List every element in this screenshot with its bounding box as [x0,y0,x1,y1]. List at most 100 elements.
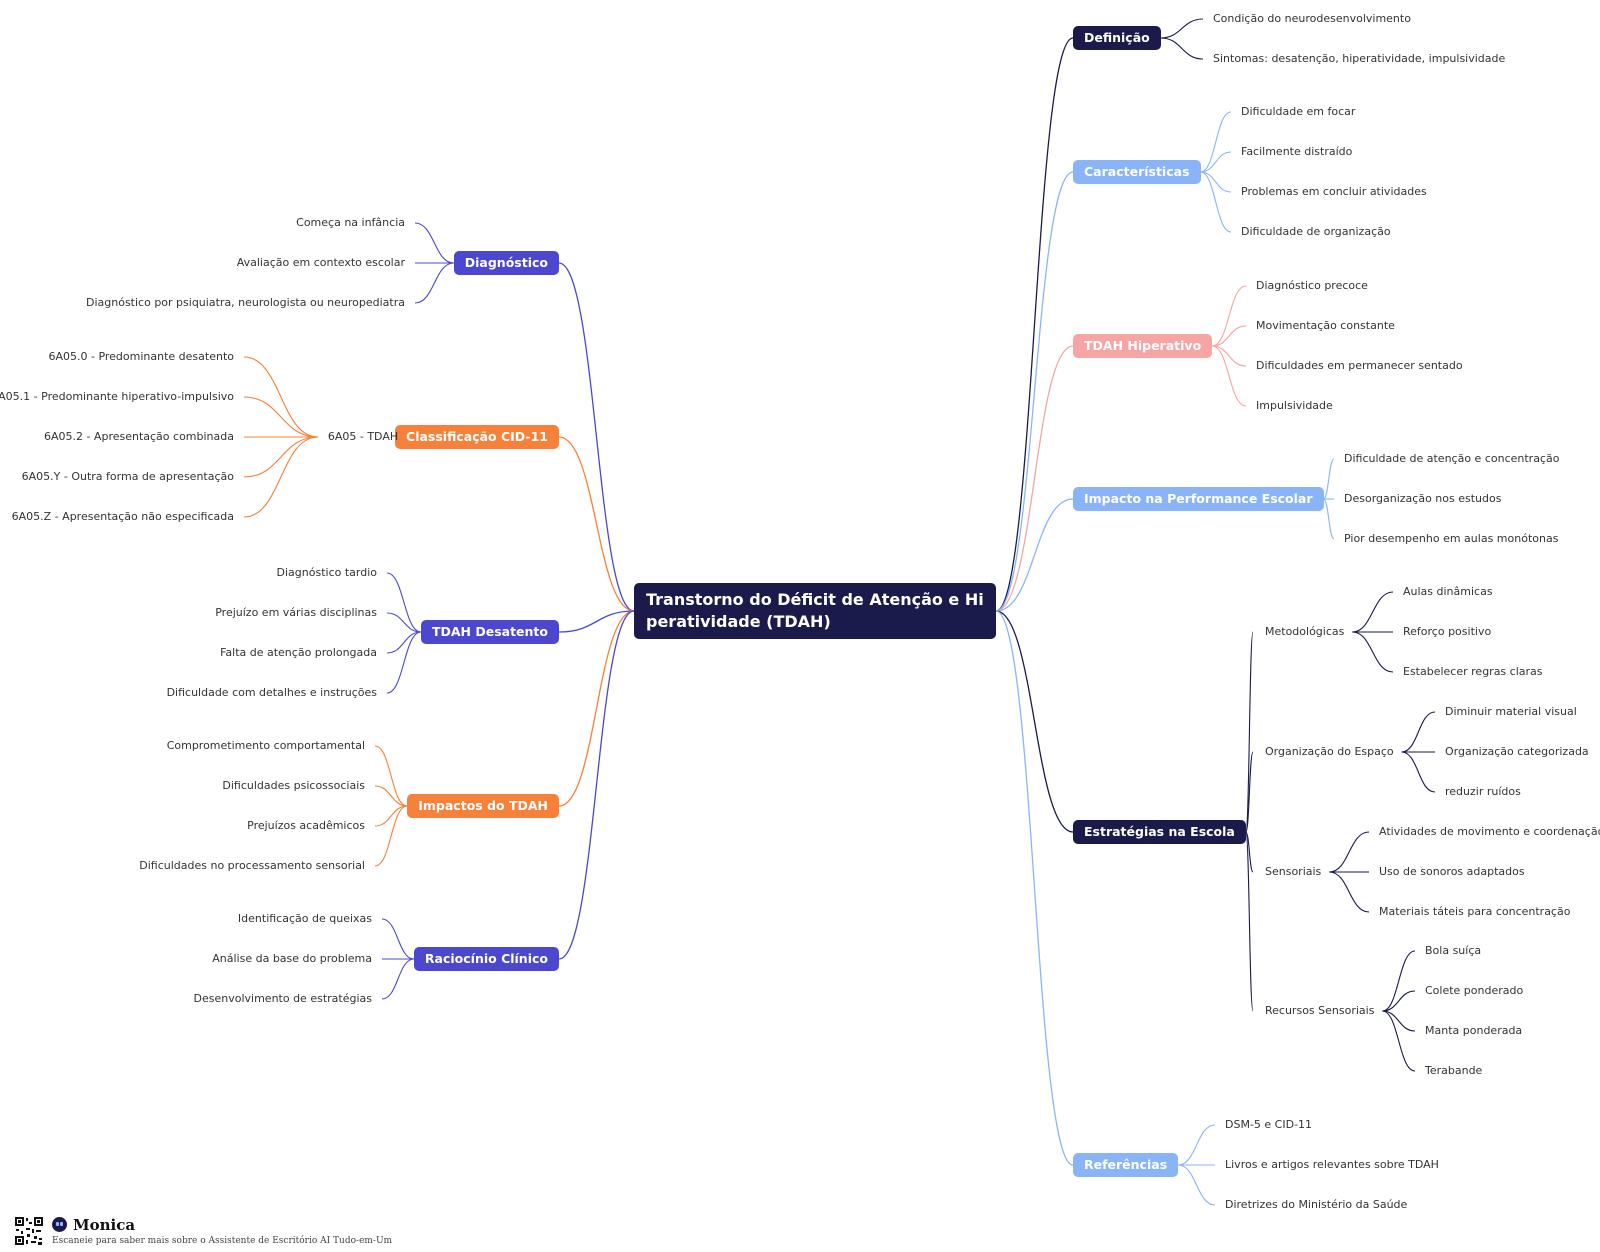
connector-line [381,918,415,960]
leaf-performance[interactable]: Pior desempenho em aulas monótonas [1344,532,1559,545]
connector-line [386,631,422,654]
connector-line [995,345,1074,612]
leaf-referencias[interactable]: Livros e artigos relevantes sobre TDAH [1225,1158,1439,1171]
connector-line [1200,171,1232,233]
brand-name: Monica [52,1216,135,1234]
connector-line [414,222,454,264]
leaf-caracteristicas[interactable]: Dificuldade em focar [1241,105,1356,118]
leaf-hiperativo[interactable]: Movimentação constante [1256,319,1395,332]
connector-line [558,610,635,633]
connector-line [558,436,635,612]
sub-estrategias[interactable]: Organização do Espaço [1265,745,1394,758]
leaf-cid11[interactable]: 6A05.2 - Apresentação combinada [43,430,234,443]
connector-line [386,631,422,694]
leaf-estrategias[interactable]: Organização categorizada [1445,745,1589,758]
leaf-cid11[interactable]: 6A05.Y - Outra forma de apresentação [21,470,234,483]
connector-line [1212,345,1247,407]
branch-caracteristicas[interactable]: Características [1073,160,1201,184]
connector-line [558,610,635,960]
connector-line [558,262,635,612]
leaf-cid11[interactable]: 6A05.Z - Apresentação não especificada [11,510,234,523]
leaf-desatento[interactable]: Prejuízo em várias disciplinas [215,606,377,619]
branch-performance[interactable]: Impacto na Performance Escolar [1073,487,1324,511]
leaf-estrategias[interactable]: Diminuir material visual [1445,705,1577,718]
connector-line [1322,498,1335,540]
leaf-desatento[interactable]: Diagnóstico tardio [276,566,377,579]
qr-code-icon [14,1216,44,1246]
connector-line [558,610,635,807]
connector-line [1329,831,1370,873]
connector-line [1212,345,1247,367]
leaf-impactos[interactable]: Dificuldades no processamento sensorial [139,859,365,872]
leaf-definicao[interactable]: Sintomas: desatenção, hiperatividade, im… [1213,52,1506,65]
leaf-estrategias[interactable]: reduzir ruídos [1445,785,1521,798]
sub-estrategias[interactable]: Sensoriais [1265,865,1322,878]
leaf-referencias[interactable]: DSM-5 e CID-11 [1225,1118,1313,1131]
sub-estrategias[interactable]: Recursos Sensoriais [1265,1004,1375,1017]
leaf-caracteristicas[interactable]: Problemas em concluir atividades [1241,185,1427,198]
leaf-estrategias[interactable]: Aulas dinâmicas [1403,585,1493,598]
leaf-impactos[interactable]: Comprometimento comportamental [166,739,365,752]
connector-line [995,498,1074,612]
branch-referencias[interactable]: Referências [1073,1153,1179,1177]
leaf-estrategias[interactable]: Colete ponderado [1425,984,1524,997]
sub-estrategias[interactable]: Metodológicas [1265,625,1345,638]
connector-line [1200,171,1232,193]
leaf-hiperativo[interactable]: Dificuldades em permanecer sentado [1256,359,1463,372]
leaf-estrategias[interactable]: Uso de sonoros adaptados [1379,865,1525,878]
leaf-estrategias[interactable]: Bola suíça [1425,944,1482,957]
connector-line [374,785,408,807]
leaf-cid11[interactable]: 6A05.0 - Predominante desatento [48,350,234,363]
branch-desatento[interactable]: TDAH Desatento [420,620,559,644]
leaf-estrategias[interactable]: Reforço positivo [1403,625,1492,638]
leaf-estrategias[interactable]: Manta ponderada [1425,1024,1523,1037]
footer-tagline: Escaneie para saber mais sobre o Assiste… [52,1236,393,1246]
leaf-raciocinio[interactable]: Análise da base do problema [212,952,372,965]
connector-line [381,958,415,1000]
leaf-performance[interactable]: Desorganização nos estudos [1344,492,1502,505]
connector-line [386,572,422,633]
sub-cid11[interactable]: 6A05 - TDAH [327,430,399,443]
leaf-raciocinio[interactable]: Desenvolvimento de estratégias [193,992,372,1005]
connector-line [243,356,318,438]
leaf-referencias[interactable]: Diretrizes do Ministério da Saúde [1225,1198,1408,1211]
connector-line [1200,111,1232,173]
branch-diagnostico[interactable]: Diagnóstico [453,251,559,275]
connector-line [1245,631,1254,833]
branch-cid11[interactable]: Classificação CID-11 [395,425,559,449]
branch-definicao[interactable]: Definição [1073,26,1161,50]
leaf-hiperativo[interactable]: Diagnóstico precoce [1256,279,1368,292]
leaf-estrategias[interactable]: Estabelecer regras claras [1403,665,1543,678]
leaf-diagnostico[interactable]: Avaliação em contexto escolar [236,256,405,269]
connector-line [1382,990,1416,1012]
connector-line [1200,151,1232,173]
leaf-diagnostico[interactable]: Diagnóstico por psiquiatra, neurologista… [86,296,405,309]
leaf-performance[interactable]: Dificuldade de atenção e concentração [1344,452,1560,465]
root-node[interactable]: Transtorno do Déficit de Atenção e Hiper… [634,583,996,639]
branch-impactos[interactable]: Impactos do TDAH [407,794,559,818]
leaf-caracteristicas[interactable]: Facilmente distraído [1241,145,1353,158]
leaf-raciocinio[interactable]: Identificação de queixas [237,912,372,925]
branch-raciocinio[interactable]: Raciocínio Clínico [413,947,559,971]
leaf-impactos[interactable]: Prejuízos acadêmicos [247,819,365,832]
connector-line [243,396,318,438]
connector-line [386,612,421,633]
leaf-diagnostico[interactable]: Começa na infância [296,216,405,229]
leaf-estrategias[interactable]: Terabande [1425,1064,1483,1077]
connector-line [243,436,318,478]
leaf-hiperativo[interactable]: Impulsividade [1256,399,1333,412]
leaf-caracteristicas[interactable]: Dificuldade de organização [1241,225,1391,238]
leaf-cid11[interactable]: 6A05.1 - Predominante hiperativo-impulsi… [0,390,234,403]
leaf-desatento[interactable]: Dificuldade com detalhes e instruções [166,686,377,699]
branch-hiperativo[interactable]: TDAH Hiperativo [1073,334,1213,358]
branch-estrategias[interactable]: Estratégias na Escola [1073,820,1246,844]
leaf-estrategias[interactable]: Atividades de movimento e coordenação [1379,825,1600,838]
leaf-impactos[interactable]: Dificuldades psicossociais [222,779,365,792]
brand-label: Monica [73,1216,136,1234]
connector-line [995,610,1074,1166]
connector-line [1178,1124,1216,1166]
leaf-definicao[interactable]: Condição do neurodesenvolvimento [1213,12,1411,25]
leaf-estrategias[interactable]: Materiais táteis para concentração [1379,905,1571,918]
leaf-desatento[interactable]: Falta de atenção prolongada [220,646,377,659]
